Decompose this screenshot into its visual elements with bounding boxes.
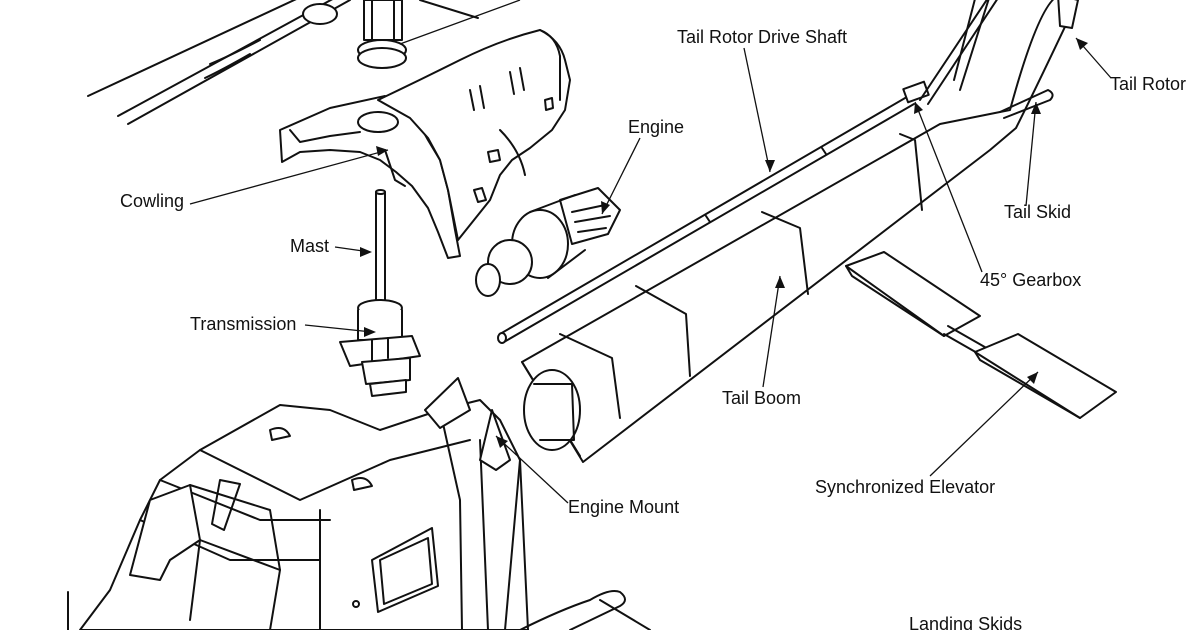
fuselage — [67, 377, 529, 630]
label-engine-mount: Engine Mount — [568, 497, 679, 517]
label-tail-skid: Tail Skid — [1004, 202, 1071, 222]
label-mast: Mast — [290, 236, 329, 256]
label-cowling: Cowling — [120, 191, 184, 211]
label-transmission: Transmission — [190, 314, 296, 334]
leader-lines — [189, 37, 1112, 504]
label-tail-rotor: Tail Rotor — [1110, 74, 1186, 94]
label-tail-rotor-drive-shaft: Tail Rotor Drive Shaft — [677, 27, 847, 47]
cowling — [279, 29, 571, 259]
arrowheads — [360, 38, 1088, 448]
label-engine: Engine — [628, 117, 684, 137]
tail-skid — [999, 89, 1054, 119]
transmission — [339, 299, 421, 397]
label-45-gearbox: 45° Gearbox — [980, 270, 1081, 290]
tail-boom — [521, 0, 1079, 463]
rotor-hub — [357, 0, 521, 69]
label-synchronized-elevator: Synchronized Elevator — [815, 477, 995, 497]
mast — [375, 189, 386, 313]
landing-skids — [519, 590, 651, 630]
tail-rotor — [1057, 0, 1079, 29]
engine — [475, 187, 621, 297]
label-tail-boom: Tail Boom — [722, 388, 801, 408]
main-rotor-blades — [87, 0, 479, 125]
label-landing-skids: Landing Skids — [909, 614, 1022, 630]
tail-rotor-drive-shaft — [497, 80, 930, 344]
synchronized-elevator — [845, 251, 1117, 419]
